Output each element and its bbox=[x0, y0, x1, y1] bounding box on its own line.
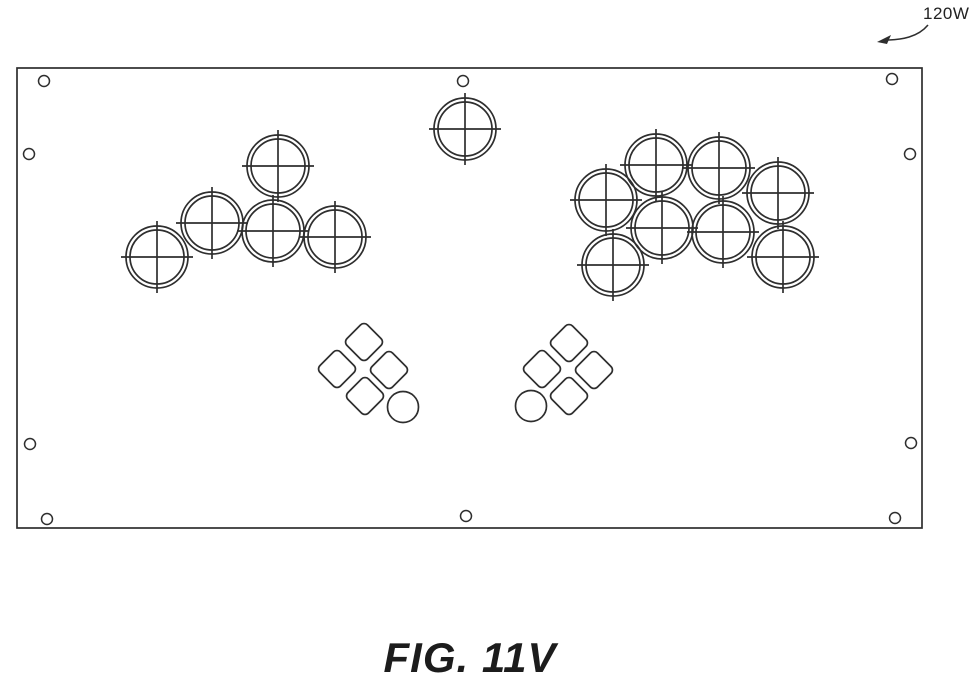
figure-caption: FIG. 11V bbox=[383, 634, 557, 681]
diamond-button bbox=[522, 349, 562, 389]
leader-arrowhead-icon bbox=[877, 35, 891, 44]
mounting-hole bbox=[456, 74, 470, 88]
diamond-button bbox=[574, 350, 614, 390]
leader-arrow-line bbox=[884, 24, 929, 41]
diamond-button bbox=[345, 376, 385, 416]
thumb-circle bbox=[386, 390, 420, 424]
thumb-circle bbox=[514, 389, 548, 423]
mounting-hole bbox=[37, 74, 51, 88]
diamond-button bbox=[549, 323, 589, 363]
diamond-button bbox=[317, 349, 357, 389]
diamond-button bbox=[369, 350, 409, 390]
mounting-hole bbox=[903, 147, 917, 161]
mounting-hole bbox=[459, 509, 473, 523]
mounting-hole bbox=[23, 437, 37, 451]
panel-outline bbox=[16, 67, 923, 529]
mounting-hole bbox=[40, 512, 54, 526]
reference-label: 120W bbox=[923, 4, 970, 23]
mounting-hole bbox=[904, 436, 918, 450]
diamond-button bbox=[344, 322, 384, 362]
mounting-hole bbox=[885, 72, 899, 86]
diamond-button bbox=[549, 376, 589, 416]
mounting-hole bbox=[888, 511, 902, 525]
mounting-hole bbox=[22, 147, 36, 161]
